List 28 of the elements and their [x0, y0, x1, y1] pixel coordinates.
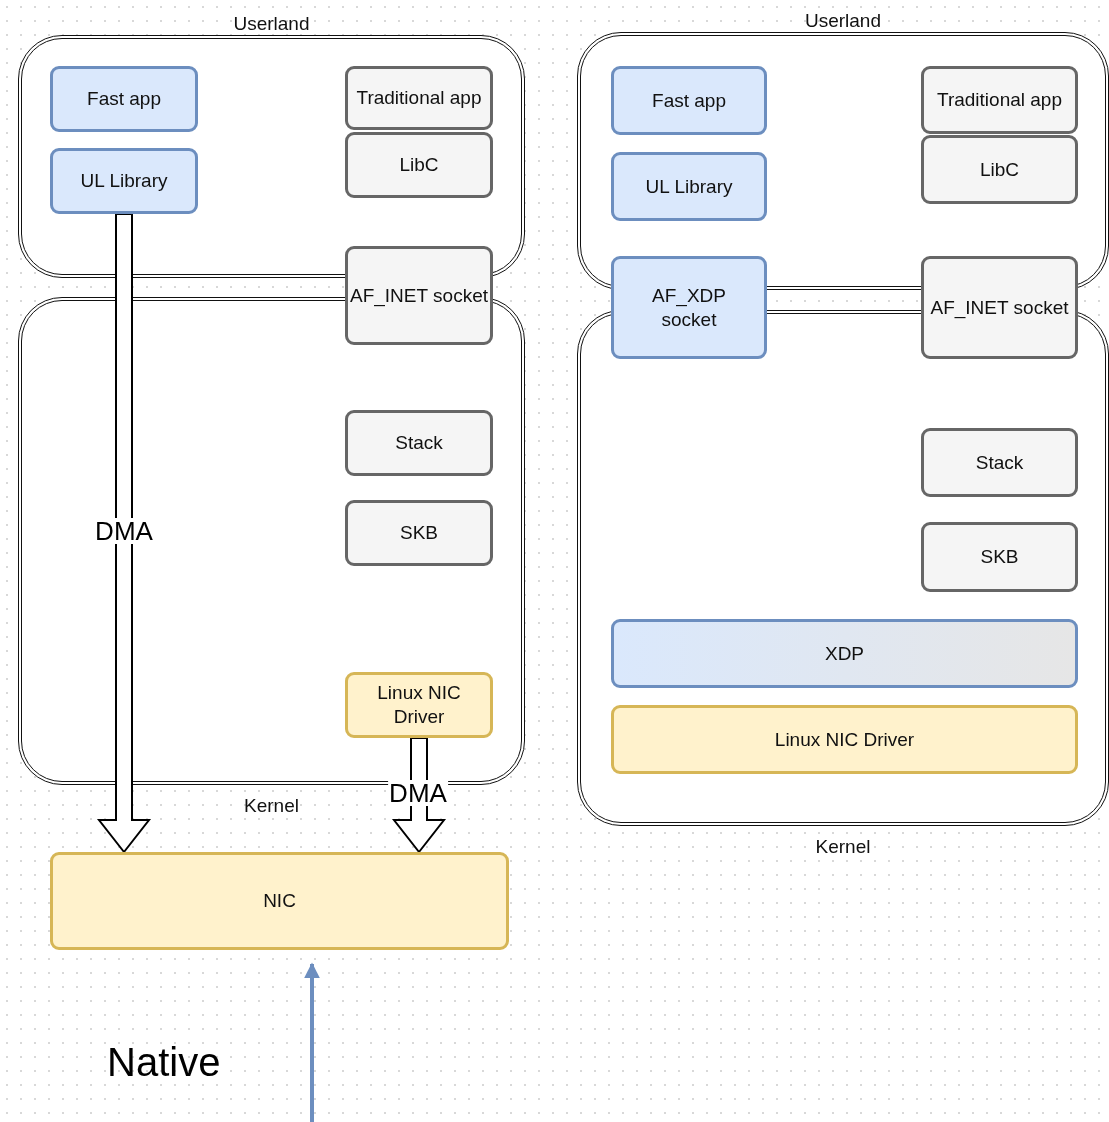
component-box: SKB	[345, 500, 493, 566]
feature-box: UL Library	[611, 152, 767, 221]
edge-label: DMA	[94, 518, 154, 544]
edge-label: DMA	[388, 780, 448, 806]
component-box: AF_INET socket	[921, 256, 1078, 359]
caption-text: Native	[107, 1040, 221, 1085]
arrow	[304, 962, 320, 1122]
component-box: Stack	[345, 410, 493, 476]
component-box: Traditional app	[921, 66, 1078, 134]
component-box: LibC	[345, 132, 493, 198]
feature-box: UL Library	[50, 148, 198, 214]
component-box: Stack	[921, 428, 1078, 497]
layer-box: XDP	[611, 619, 1078, 688]
region-label: Kernel	[814, 836, 872, 858]
feature-box: Fast app	[50, 66, 198, 132]
region-label: Kernel	[243, 795, 300, 817]
component-box: Traditional app	[345, 66, 493, 130]
component-box: AF_INET socket	[345, 246, 493, 345]
feature-box: AF_XDP socket	[611, 256, 767, 359]
region-label: Userland	[803, 10, 882, 32]
hardware-box: Linux NIC Driver	[611, 705, 1078, 774]
hardware-box: NIC	[50, 852, 509, 950]
hollow-arrow	[96, 213, 152, 854]
component-box: SKB	[921, 522, 1078, 592]
feature-box: Fast app	[611, 66, 767, 135]
component-box: LibC	[921, 135, 1078, 204]
region-label: Userland	[232, 13, 311, 35]
hardware-box: Linux NIC Driver	[345, 672, 493, 738]
